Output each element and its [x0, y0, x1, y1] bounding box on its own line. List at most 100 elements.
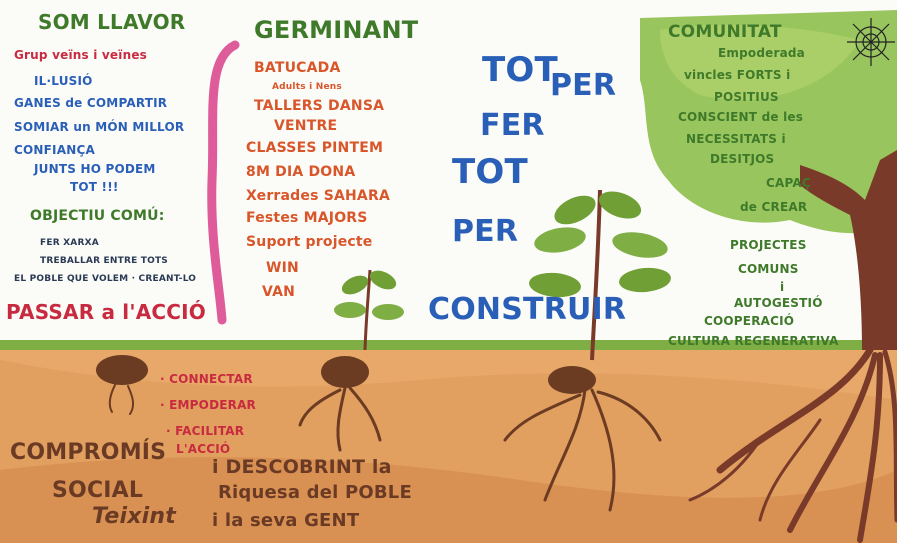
germinant-title: GERMINANT [254, 16, 419, 44]
comunitat-line: NECESSITATS i [686, 132, 786, 146]
project-line: COMUNS [738, 262, 799, 276]
soil-wash [0, 360, 897, 543]
leaf [369, 270, 397, 290]
root [787, 352, 878, 533]
left-line: SOMIAR un MÓN MILLOR [14, 120, 185, 134]
comunitat-line: POSITIUS [714, 90, 779, 104]
center-word: PER [452, 214, 519, 249]
project-line: CULTURA REGENERATIVA [668, 334, 839, 348]
leaf [534, 227, 586, 253]
germinant-item: VENTRE [274, 118, 338, 134]
comunitat-line: vincles FORTS i [684, 68, 791, 82]
center-word: TOT [452, 152, 528, 192]
seed [96, 355, 148, 385]
left-line: TOT !!! [70, 180, 119, 194]
bottom-line: i la seva GENT [212, 510, 360, 531]
root [127, 385, 135, 415]
germinant-item: BATUCADA [254, 60, 341, 76]
left-line: IL·LUSIÓ [34, 74, 93, 88]
center-word: TOT [482, 50, 558, 90]
germinant-item: Suport projecte [246, 234, 373, 250]
comunitat-line: DESITJOS [710, 152, 775, 166]
roots-action: L'ACCIÓ [176, 442, 231, 456]
tree-trunk [800, 150, 897, 350]
roots-action: · CONNECTAR [160, 372, 253, 386]
root [108, 384, 116, 413]
germinant-item: 8M DIA DONA [246, 164, 356, 180]
center-word: PER [550, 68, 617, 103]
left-line: Grup veïns i veïnes [14, 48, 148, 62]
comunitat-line: de CREAR [740, 200, 808, 214]
germinant-item: VAN [262, 284, 296, 300]
social-title: SOCIAL [52, 478, 144, 503]
left-line: JUNTS HO PODEM [34, 162, 156, 176]
roots-action: · EMPODERAR [160, 398, 256, 412]
pink-brush-stroke [207, 40, 240, 325]
center-word: FER [480, 108, 545, 143]
sapling-middle [503, 189, 671, 512]
root [590, 388, 616, 512]
left-line: CONFIANÇA [14, 143, 95, 157]
sapling-stem [590, 189, 602, 361]
left-title: SOM LLAVOR [38, 10, 186, 34]
seed [321, 356, 369, 388]
germinant-item: Festes MAJORS [246, 210, 368, 226]
project-line: AUTOGESTIÓ [734, 296, 823, 310]
tree-roots [688, 346, 897, 543]
soil-wash-2 [0, 457, 897, 543]
comunitat-line: CAPAÇ [766, 176, 811, 190]
spider-web-icon [847, 18, 895, 66]
sprout-stem [363, 269, 372, 351]
root [688, 438, 762, 502]
compromis-title: COMPROMÍS [10, 440, 167, 465]
objective-bullet: TREBALLAR ENTRE TOTS [40, 256, 168, 266]
project-line: COOPERACIÓ [704, 314, 795, 328]
objective-bullet: FER XARXA [40, 238, 99, 248]
project-line: PROJECTES [730, 238, 807, 252]
germinant-item: Xerrades SAHARA [246, 188, 390, 204]
leaf [554, 195, 596, 225]
grass-line [0, 340, 897, 350]
teixint-title: Teixint [92, 504, 176, 529]
web-ring [862, 33, 880, 51]
bottom-line: Riquesa del POBLE [218, 482, 412, 503]
comunitat-line: CONSCIENT de les [678, 110, 804, 124]
leaf [619, 267, 671, 293]
root [336, 386, 347, 452]
germinant-item: TALLERS DANSA [254, 98, 385, 114]
project-line: i [780, 280, 785, 294]
root [543, 388, 587, 502]
leaf [598, 191, 642, 219]
leaf [334, 302, 366, 318]
germinant-item: WIN [266, 260, 299, 276]
root [716, 346, 874, 474]
left-line: GANES de COMPARTIR [14, 96, 168, 110]
roots-action: · FACILITAR [166, 424, 245, 438]
root [758, 418, 822, 522]
root [596, 390, 662, 442]
objective-bullet: EL POBLE QUE VOLEM · CREANT-LO [14, 274, 197, 284]
comunitat-title: COMUNITAT [668, 22, 782, 42]
center-word: CONSTRUIR [428, 292, 627, 327]
leaf [372, 304, 404, 320]
tree-crown-light [660, 24, 860, 100]
leaf [612, 232, 668, 258]
action-title: PASSAR a l'ACCIÓ [6, 300, 206, 324]
objective-title: OBJECTIU COMÚ: [30, 208, 165, 224]
root [857, 352, 883, 543]
root [298, 388, 342, 427]
sprout-small [298, 269, 404, 452]
root [503, 393, 582, 442]
seed [548, 366, 596, 394]
seed-left [96, 355, 148, 415]
root [348, 386, 382, 442]
web-ring [855, 26, 887, 58]
comunitat-line: Empoderada [718, 46, 805, 60]
germinant-item: Adults i Nens [272, 82, 342, 92]
germinant-item: CLASSES PINTEM [246, 140, 384, 156]
bottom-line: i DESCOBRINT la [212, 456, 392, 478]
leaf [341, 275, 369, 295]
leaf [529, 272, 581, 298]
